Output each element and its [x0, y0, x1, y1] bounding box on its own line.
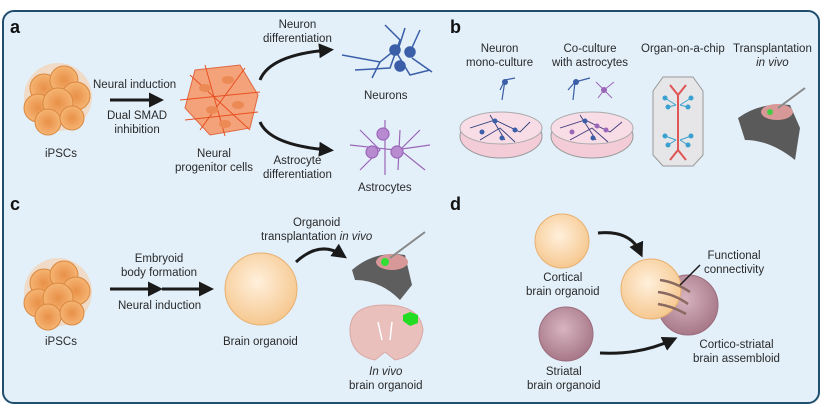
label-functional-line2: connectivity	[704, 263, 765, 276]
panel-letter-a: a	[10, 17, 21, 37]
label-mono-line2: mono-culture	[466, 56, 534, 69]
label-neural-induction-a: Neural induction	[93, 79, 177, 91]
neural-progenitor-cluster	[179, 64, 261, 137]
neuron-monoculture-dish	[459, 77, 543, 159]
arrow-cortical-to-assembloid	[597, 231, 644, 258]
label-neuron-diff-line2: differentiation	[263, 32, 332, 45]
label-invivo-organoid: In vivo brain organoid	[349, 366, 423, 393]
label-co-line2: with astrocytes	[552, 56, 629, 69]
cortical-organoid	[534, 213, 590, 269]
label-co-line1: Co-culture	[563, 43, 617, 55]
panel-letter-c: c	[10, 194, 21, 214]
label-cortical-line2: brain organoid	[526, 285, 600, 298]
label-npc-line2: progenitor cells	[175, 161, 253, 174]
mouse-transplant-c	[352, 231, 426, 300]
label-brain-organoid: Brain organoid	[223, 336, 298, 348]
label-ipscs-a: iPSCs	[45, 148, 77, 160]
label-neurons: Neurons	[364, 90, 408, 102]
arrow-organoid-transplant	[294, 243, 347, 264]
label-neural-induction-c: Neural induction	[118, 300, 202, 312]
label-assembloid-line2: brain assembloid	[693, 352, 780, 365]
label-neuron-differentiation: Neuron differentiation	[263, 19, 332, 46]
label-transplant-b-line2: in vivo	[756, 56, 789, 69]
label-striatal-line1: Striatal	[545, 366, 582, 378]
striatal-organoid	[538, 306, 594, 362]
neurons-illustration	[341, 24, 433, 79]
label-dual-smad-line1: Dual SMAD	[107, 110, 168, 122]
label-astrocyte-differentiation: Astrocyte differentiation	[263, 155, 332, 182]
label-striatal-line2: brain organoid	[527, 379, 601, 392]
label-striatal-organoid: Striatal brain organoid	[527, 366, 601, 393]
label-organoid-transplant-line2: transplantation	[261, 230, 340, 243]
coculture-dish	[550, 77, 634, 159]
label-cortical-organoid: Cortical brain organoid	[526, 272, 600, 299]
label-organoid-transplantation: Organoid transplantation in vivo	[261, 217, 372, 244]
panel-letter-b: b	[450, 17, 461, 37]
label-astro-diff-line1: Astrocyte	[273, 155, 322, 167]
ipsc-cluster-c	[23, 258, 92, 331]
panel-letter-d: d	[450, 194, 461, 214]
label-embryoid-line1: Embryoid	[134, 253, 184, 265]
label-functional-line1: Functional	[707, 250, 761, 262]
label-transplantation-b: Transplantation in vivo	[733, 43, 812, 70]
mouse-transplant-b	[738, 87, 806, 160]
label-invivo-line1: In vivo	[369, 366, 403, 378]
label-embryoid-line2: body formation	[121, 266, 198, 279]
label-embryoid-body: Embryoid body formation	[121, 253, 197, 280]
ipsc-cluster-a	[23, 63, 92, 136]
assembloid	[620, 258, 719, 336]
label-organoid-transplant-line1: Organoid	[292, 217, 341, 229]
label-mono-line1: Neuron	[480, 43, 519, 55]
label-cortico-striatal-assembloid: Cortico-striatal brain assembloid	[693, 339, 780, 366]
label-invivo-line2: brain organoid	[349, 379, 423, 392]
arrow-astrocyte-differentiation	[258, 121, 334, 157]
arrow-neuron-differentiation	[258, 43, 334, 81]
label-ipscs-c: iPSCs	[45, 336, 77, 348]
label-functional-connectivity: Functional connectivity	[704, 250, 764, 277]
label-assembloid-line1: Cortico-striatal	[699, 339, 774, 351]
label-dual-smad: Dual SMAD inhibition	[107, 110, 167, 137]
label-dual-smad-line2: inhibition	[114, 123, 160, 136]
label-coculture: Co-culture with astrocytes	[552, 43, 628, 70]
brain-organoid	[224, 252, 298, 326]
astrocytes-illustration	[349, 120, 431, 175]
brain-section	[349, 304, 424, 361]
label-transplant-b-line1: Transplantation	[733, 43, 812, 55]
label-organ-on-chip: Organ-on-a-chip	[641, 43, 725, 55]
label-astrocytes: Astrocytes	[358, 182, 412, 194]
label-npc-line1: Neural	[197, 148, 231, 160]
arrow-striatal-to-assembloid	[599, 337, 678, 355]
label-organoid-transplant-italic: in vivo	[339, 230, 373, 243]
label-astro-diff-line2: differentiation	[263, 168, 332, 181]
label-neuron-monoculture: Neuron mono-culture	[466, 43, 533, 70]
label-cortical-line1: Cortical	[543, 272, 583, 284]
label-npc: Neural progenitor cells	[175, 148, 253, 175]
organ-on-chip	[652, 76, 704, 167]
label-neuron-diff-line1: Neuron	[278, 19, 317, 31]
